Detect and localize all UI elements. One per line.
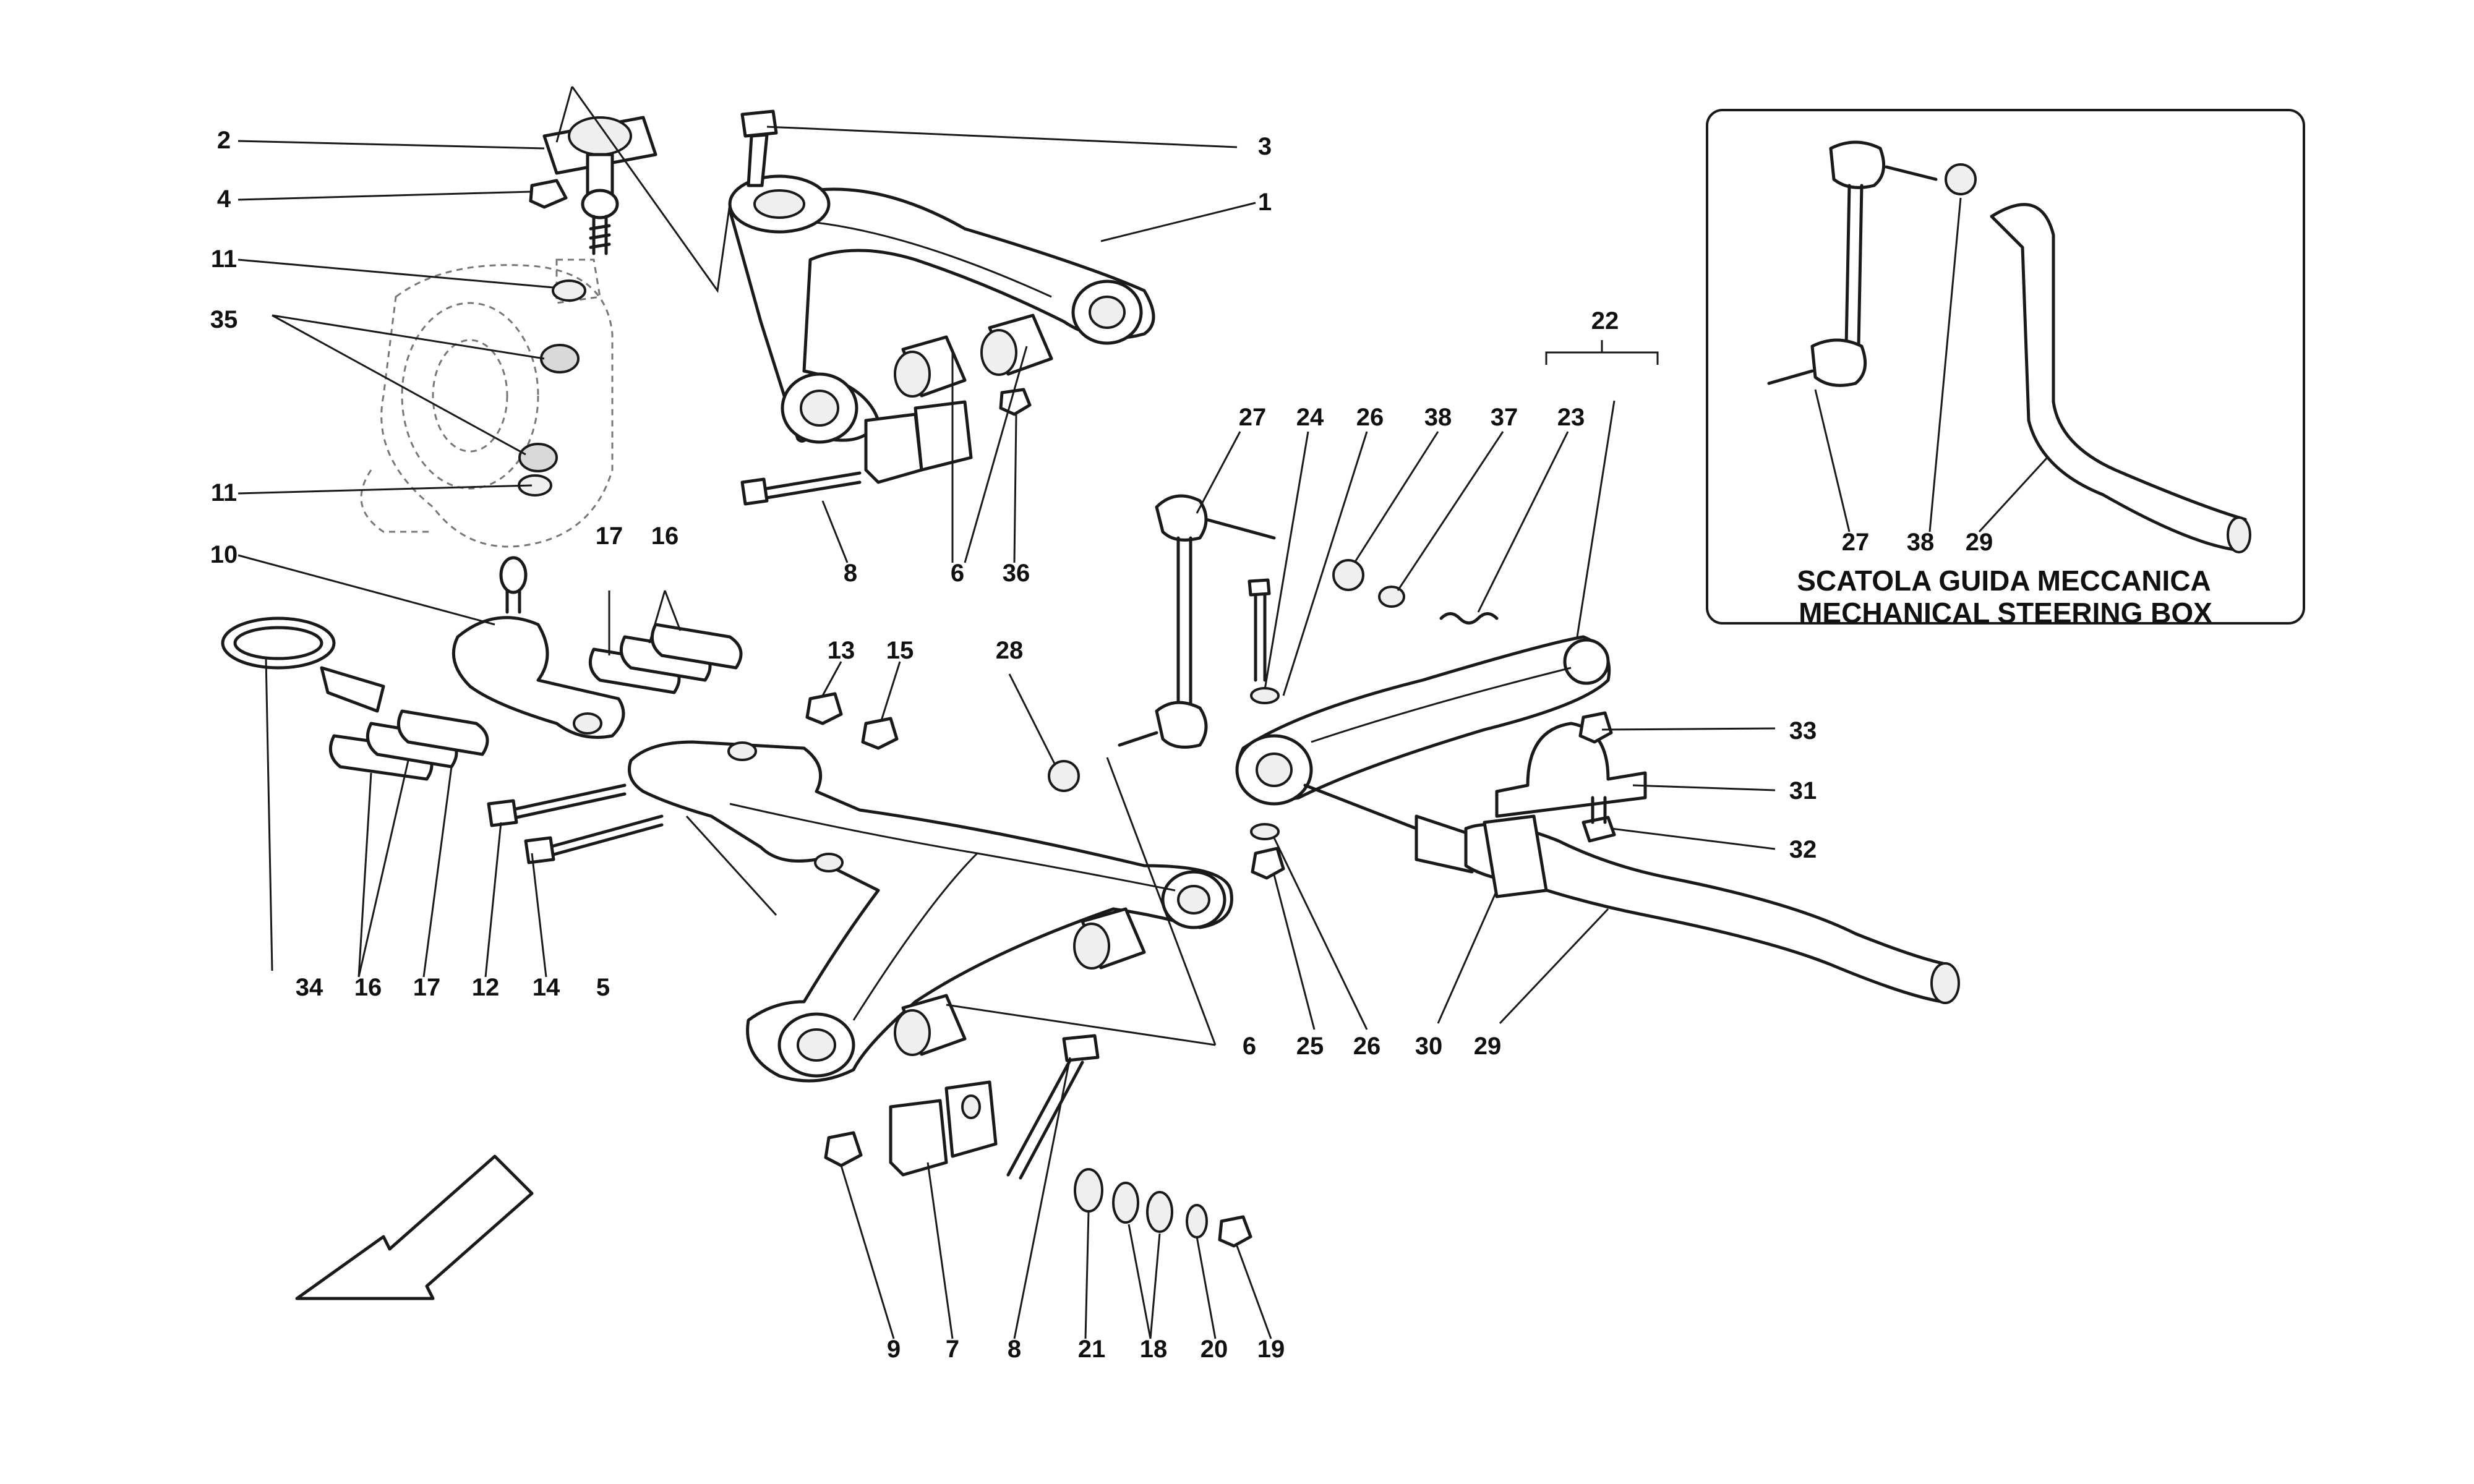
label-22: 22 — [1591, 307, 1619, 335]
nuts-13-15 — [805, 692, 899, 750]
stabilizer-arm — [1235, 635, 1611, 806]
label-17-lower: 17 — [413, 974, 441, 1001]
label-11-lower: 11 — [211, 479, 237, 506]
label-20: 20 — [1201, 1336, 1228, 1363]
serrated-washers — [1048, 559, 1364, 792]
label-3: 3 — [1258, 133, 1272, 160]
label-28: 28 — [996, 637, 1024, 664]
label-31: 31 — [1789, 777, 1817, 804]
label-16-lower: 16 — [354, 974, 382, 1001]
label-7: 7 — [946, 1336, 959, 1363]
label-9: 9 — [887, 1336, 901, 1363]
link-hardware — [1248, 578, 1499, 880]
lower-bracket-assembly — [824, 1034, 1252, 1248]
knuckle-washers — [518, 279, 586, 497]
label-11-upper: 11 — [211, 245, 237, 273]
label-2: 2 — [217, 127, 231, 154]
inset-caption-italian: SCATOLA GUIDA MECCANICA — [1797, 565, 2211, 597]
lower-bushes — [894, 907, 1146, 1056]
label-35: 35 — [210, 306, 238, 333]
inset-label-27: 27 — [1842, 529, 1870, 556]
label-32: 32 — [1789, 836, 1817, 863]
label-34: 34 — [296, 974, 323, 1001]
clamp-part-34 — [221, 616, 385, 713]
label-21: 21 — [1078, 1336, 1106, 1363]
label-8-lower: 8 — [1008, 1336, 1021, 1363]
label-15: 15 — [886, 637, 914, 664]
upper-ball-joint — [542, 116, 657, 255]
label-4: 4 — [217, 186, 231, 213]
label-23: 23 — [1557, 404, 1585, 431]
bolts-12-14 — [487, 783, 664, 864]
bolt-part-3 — [740, 109, 778, 187]
label-29: 29 — [1474, 1033, 1502, 1060]
label-17-upper: 17 — [596, 522, 623, 550]
stabilizer-bracket — [1495, 711, 1647, 843]
shims-upper — [588, 623, 743, 694]
label-27: 27 — [1239, 404, 1267, 431]
label-13: 13 — [828, 637, 855, 664]
upper-bracket — [740, 400, 973, 506]
label-10: 10 — [210, 541, 238, 568]
lower-wishbone — [628, 740, 1233, 1083]
label-19: 19 — [1257, 1336, 1285, 1363]
stabilizer-link — [1118, 494, 1276, 749]
label-14: 14 — [533, 974, 560, 1001]
nut-part-36 — [999, 388, 1032, 416]
label-25: 25 — [1296, 1033, 1324, 1060]
label-18: 18 — [1140, 1336, 1168, 1363]
steering-box-inset — [1706, 109, 2305, 625]
inset-label-38: 38 — [1907, 529, 1935, 556]
label-6-lower: 6 — [1243, 1033, 1256, 1060]
label-6-upper: 6 — [951, 560, 964, 587]
leader-lines — [238, 86, 2048, 1339]
label-26-upper: 26 — [1356, 404, 1384, 431]
label-38: 38 — [1424, 404, 1452, 431]
label-1: 1 — [1258, 189, 1272, 216]
label-5: 5 — [596, 974, 610, 1001]
shims-lower — [328, 709, 489, 781]
label-26-lower: 26 — [1353, 1033, 1381, 1060]
label-8-upper: 8 — [844, 560, 857, 587]
steering-knuckle — [360, 258, 614, 548]
inset-caption-english-overlay: MECHANICAL STEERING BOX — [1799, 597, 2212, 629]
label-37: 37 — [1491, 404, 1518, 431]
label-24: 24 — [1296, 404, 1324, 431]
inset-label-29: 29 — [1966, 529, 1993, 556]
upper-wishbone — [728, 174, 1155, 444]
label-36: 36 — [1003, 560, 1030, 587]
nut-part-4 — [529, 179, 568, 209]
front-direction-arrow-icon — [295, 1154, 534, 1300]
callout-labels: 2 4 11 35 11 10 3 1 8 6 36 17 16 13 15 2… — [210, 127, 2211, 1363]
label-12: 12 — [472, 974, 500, 1001]
lower-ball-joint — [452, 556, 625, 739]
stabilizer-bar — [1303, 783, 1960, 1004]
label-33: 33 — [1789, 717, 1817, 744]
label-16-upper: 16 — [651, 522, 679, 550]
label-30: 30 — [1415, 1033, 1443, 1060]
upper-bushes — [894, 313, 1053, 398]
